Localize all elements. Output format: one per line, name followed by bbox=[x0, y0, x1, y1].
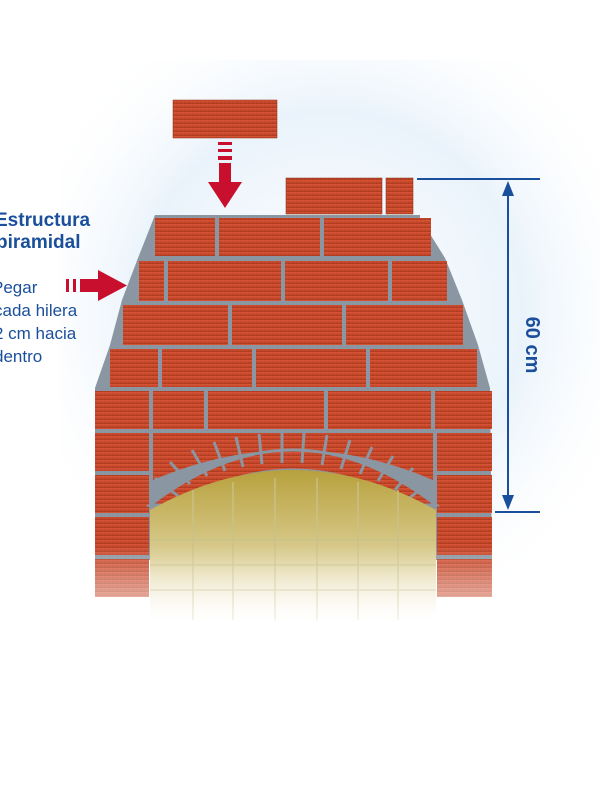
brick bbox=[95, 475, 149, 513]
brick bbox=[139, 261, 164, 301]
brick bbox=[437, 475, 492, 513]
instruction-line-3: 2 cm hacia bbox=[0, 324, 77, 343]
brick bbox=[219, 218, 320, 256]
brick bbox=[155, 218, 215, 256]
dimension-label: 60 cm bbox=[521, 317, 543, 374]
instruction-line-4: dentro bbox=[0, 347, 43, 366]
brick bbox=[95, 433, 149, 471]
explanation-block: Estructura piramidal Pegar cada hilera 2… bbox=[0, 210, 140, 368]
brick bbox=[110, 349, 158, 387]
brick bbox=[392, 261, 447, 301]
brick bbox=[370, 349, 477, 387]
arrow-right-icon bbox=[66, 270, 127, 301]
dimension-line bbox=[417, 178, 540, 513]
title-line-1: Estructura bbox=[0, 210, 91, 231]
arrow-down-icon bbox=[208, 142, 242, 208]
brick bbox=[385, 177, 414, 215]
brick bbox=[324, 218, 431, 256]
brick bbox=[162, 349, 252, 387]
brick-structure bbox=[80, 177, 510, 645]
falling-brick bbox=[172, 99, 278, 139]
brick bbox=[208, 391, 324, 429]
brick bbox=[123, 305, 228, 345]
title-line-2: piramidal bbox=[0, 232, 81, 253]
instruction-line-1: Pegar bbox=[0, 278, 38, 297]
brick bbox=[328, 391, 431, 429]
instruction-text: Pegar cada hilera 2 cm hacia dentro bbox=[0, 276, 140, 368]
brick bbox=[95, 391, 149, 429]
brick bbox=[232, 305, 342, 345]
brick bbox=[437, 433, 492, 471]
bottom-fade bbox=[80, 545, 510, 645]
brick bbox=[346, 305, 463, 345]
brick bbox=[168, 261, 281, 301]
brick bbox=[153, 391, 204, 429]
brick bbox=[256, 349, 366, 387]
brick bbox=[285, 261, 388, 301]
brick bbox=[435, 391, 492, 429]
instruction-line-2: cada hilera bbox=[0, 301, 78, 320]
brick bbox=[285, 177, 383, 215]
